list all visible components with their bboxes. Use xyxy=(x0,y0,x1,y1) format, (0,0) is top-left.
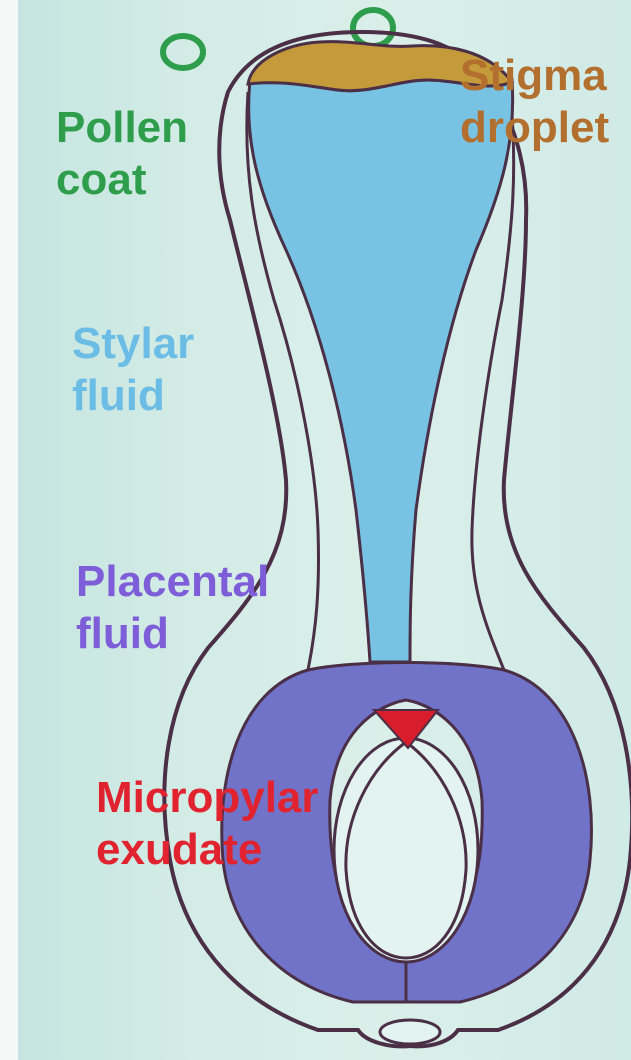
placental-fluid-label-line1: Placental xyxy=(76,556,269,608)
pollen-grain-left xyxy=(163,36,203,68)
stylar-fluid-label-line1: Stylar xyxy=(72,318,194,370)
projected-slide: Pollen coat Stigma droplet Stylar fluid … xyxy=(18,0,631,1060)
micropylar-exudate-label: Micropylar exudate xyxy=(96,772,319,876)
stigma-droplet-label-line1: Stigma xyxy=(460,50,609,102)
stylar-fluid-label-line2: fluid xyxy=(72,370,194,422)
placental-fluid-label-line2: fluid xyxy=(76,608,269,660)
ovule-cavity xyxy=(334,738,478,962)
stigma-droplet-label: Stigma droplet xyxy=(460,50,609,154)
pollen-coat-label: Pollen coat xyxy=(56,102,188,206)
pollen-coat-label-line1: Pollen xyxy=(56,102,188,154)
micropylar-exudate-label-line2: exudate xyxy=(96,824,319,876)
funiculus-base xyxy=(380,1020,440,1044)
stigma-droplet-label-line2: droplet xyxy=(460,102,609,154)
placental-fluid-label: Placental fluid xyxy=(76,556,269,660)
stylar-fluid-label: Stylar fluid xyxy=(72,318,194,422)
pollen-coat-label-line2: coat xyxy=(56,154,188,206)
pollen-grain-right xyxy=(353,10,393,46)
micropylar-exudate-label-line1: Micropylar xyxy=(96,772,319,824)
